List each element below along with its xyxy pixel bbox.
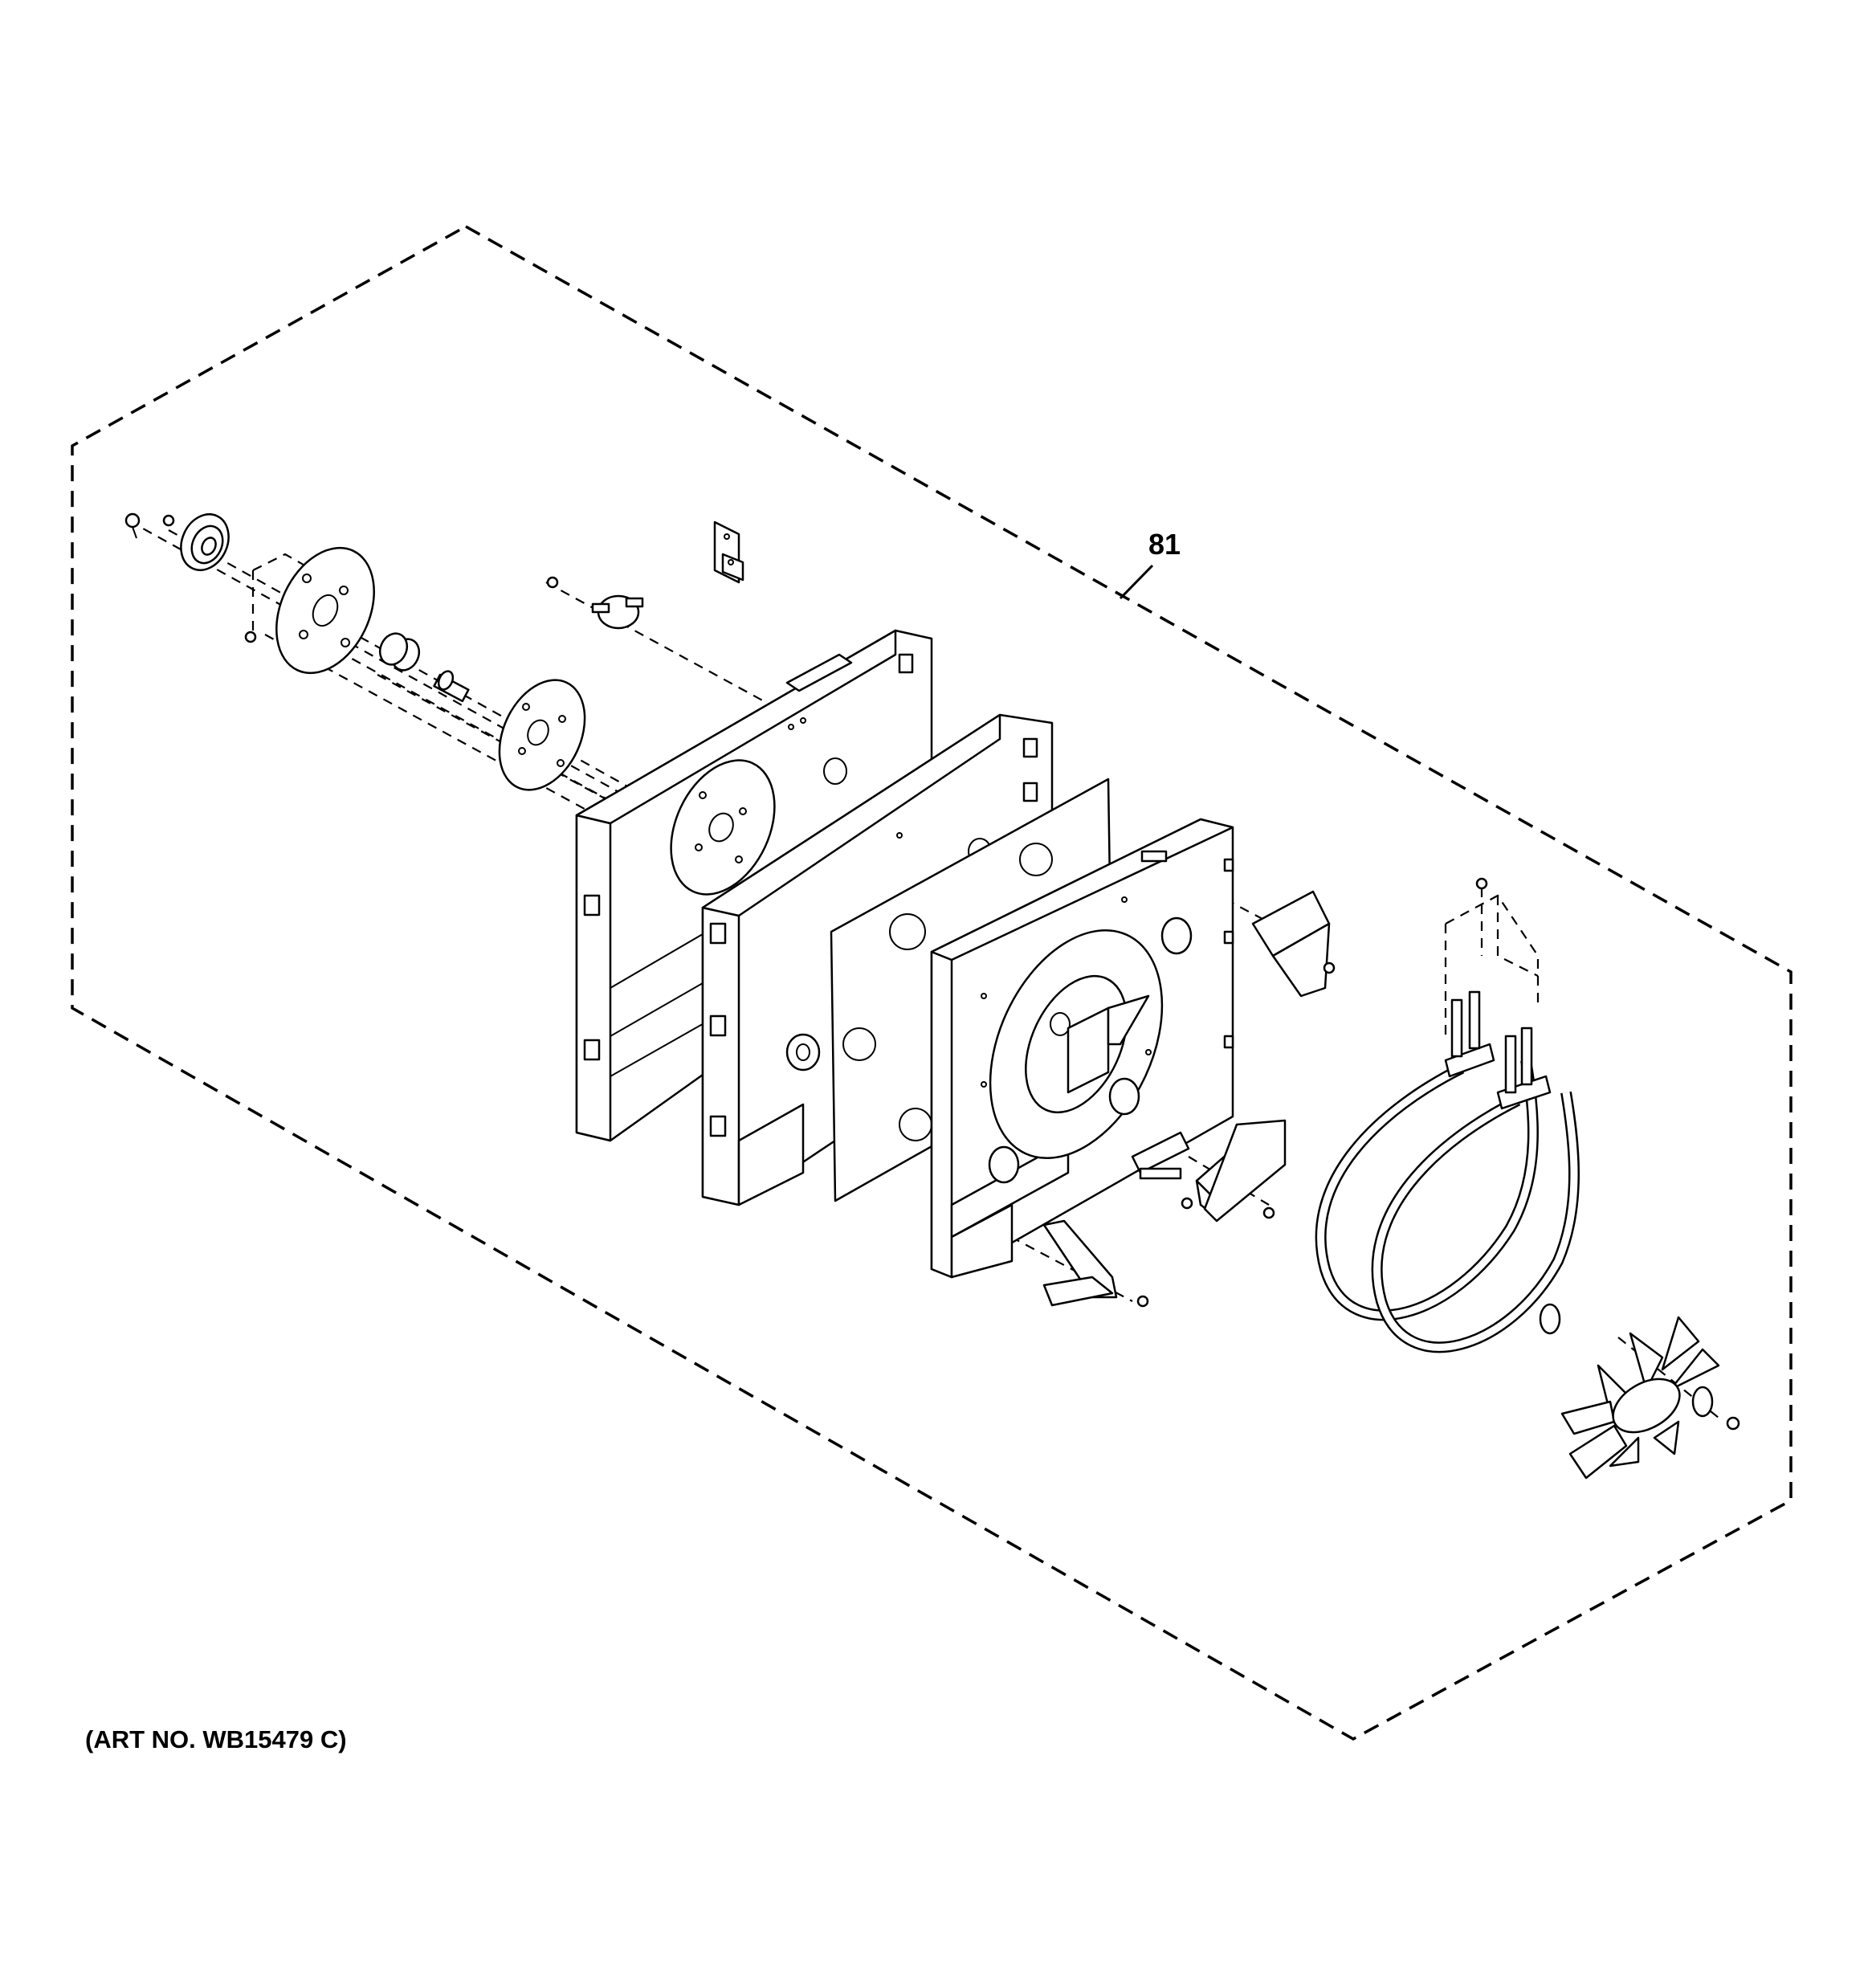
fan-nut bbox=[1726, 1416, 1740, 1431]
bracket-clip bbox=[1131, 1131, 1190, 1180]
heating-element bbox=[1315, 990, 1580, 1353]
hinge-bracket bbox=[713, 520, 744, 584]
bushing bbox=[378, 632, 421, 672]
screw-bracket-4 bbox=[1136, 1295, 1149, 1308]
screw-thermostat bbox=[546, 576, 559, 589]
washer-left bbox=[162, 514, 175, 527]
front-baffle bbox=[930, 818, 1234, 1279]
bracket-bottom-right bbox=[1195, 1119, 1287, 1223]
bracket-top-right bbox=[1251, 890, 1331, 998]
pulley-bearing bbox=[180, 513, 230, 571]
fan-washer-left bbox=[1539, 1303, 1561, 1335]
screw-bracket-1 bbox=[1323, 961, 1336, 974]
callout-81-label: 81 bbox=[1148, 528, 1181, 561]
art-number: (ART NO. WB15479 C) bbox=[85, 1725, 347, 1753]
callout-81-leader bbox=[1119, 564, 1154, 600]
fan-washer-right bbox=[1691, 1386, 1714, 1418]
mounting-disc bbox=[498, 679, 586, 791]
bracket-bottom bbox=[1042, 1219, 1118, 1307]
screw-left bbox=[124, 512, 141, 539]
fan-blade bbox=[1560, 1316, 1720, 1480]
screw-small-left bbox=[244, 631, 257, 643]
screw-bracket-2 bbox=[1262, 1206, 1275, 1219]
motor-shaft bbox=[433, 670, 470, 703]
kit-boundary bbox=[71, 224, 1793, 1741]
motor-mount-plate bbox=[275, 546, 375, 675]
screw-bracket-3 bbox=[1181, 1197, 1193, 1210]
screw-heater bbox=[1475, 877, 1488, 890]
thermostat bbox=[591, 594, 644, 630]
